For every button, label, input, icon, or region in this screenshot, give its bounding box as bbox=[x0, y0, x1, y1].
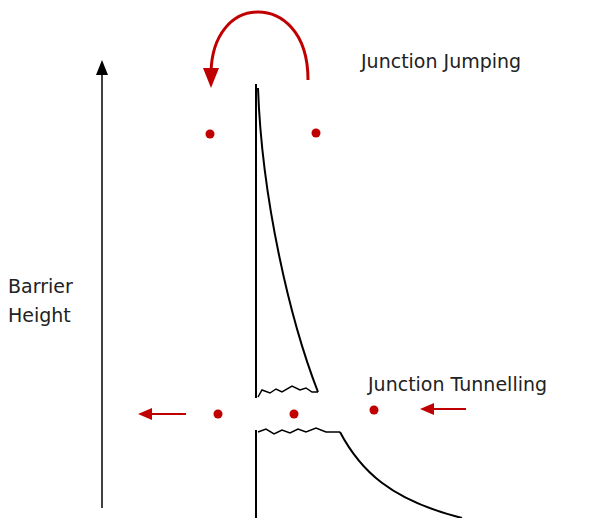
diagram-label: Junction Tunnelling bbox=[368, 370, 604, 399]
jump-arrow bbox=[211, 12, 308, 80]
broken-edge bbox=[258, 386, 318, 397]
broken-edge bbox=[258, 428, 340, 434]
electron-dot bbox=[312, 129, 321, 138]
barrier-curve bbox=[258, 88, 318, 392]
tunnel-arrowhead bbox=[420, 403, 434, 415]
axis-line bbox=[101, 66, 103, 508]
electron-dot bbox=[214, 410, 223, 419]
barrier-wall bbox=[255, 84, 257, 398]
barrier-wall bbox=[255, 430, 257, 518]
electron-dot bbox=[290, 410, 299, 419]
axis-label: Barrier Height bbox=[8, 272, 94, 330]
diagram-label: Junction Jumping bbox=[361, 47, 601, 76]
jump-arrowhead bbox=[203, 68, 219, 88]
tunnel-arrow bbox=[432, 408, 466, 410]
electron-dot bbox=[370, 406, 379, 415]
axis-arrowhead bbox=[96, 60, 108, 75]
tunnel-arrowhead bbox=[138, 408, 152, 420]
electron-dot bbox=[206, 130, 215, 139]
tunnel-arrow bbox=[150, 413, 186, 415]
barrier-curve bbox=[340, 432, 462, 518]
